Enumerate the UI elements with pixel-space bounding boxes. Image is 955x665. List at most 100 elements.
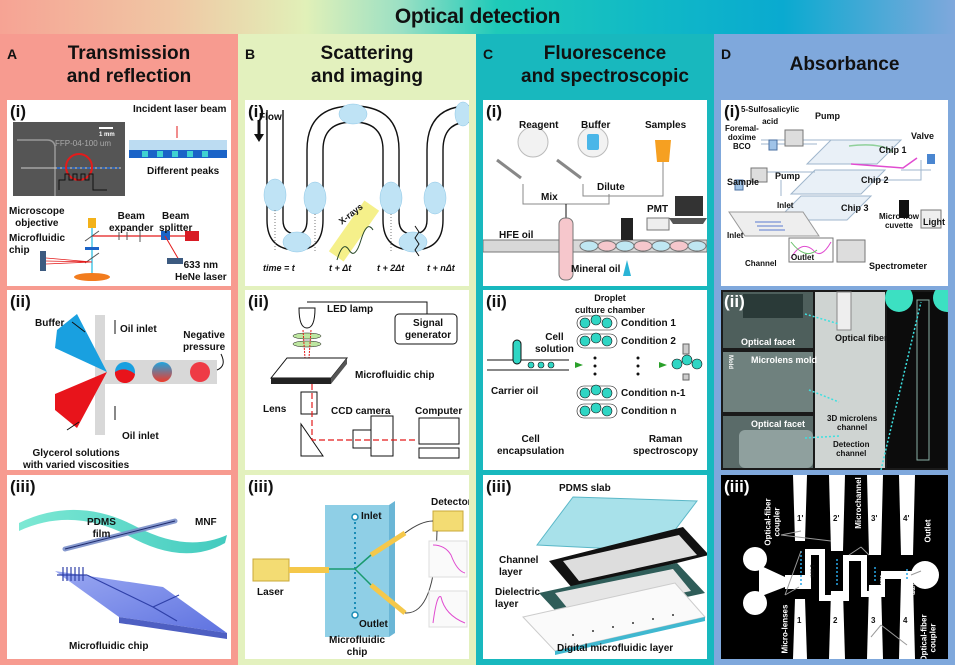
label-coupler-3: 3 — [871, 616, 876, 625]
column-absorbance: D Absorbance — [714, 34, 955, 665]
label-inlet-top: Inlet — [777, 201, 794, 210]
led-imaging-diagram — [269, 301, 460, 459]
label-chip-3: Chip 3 — [841, 203, 869, 213]
droplet-junction-diagram — [55, 314, 224, 435]
label-oil-inlet-top: Oil inlet — [120, 324, 157, 335]
column-letter: D — [721, 46, 732, 62]
label-inlet-left: Inlet — [727, 231, 744, 240]
panel-label: (iii) — [724, 477, 750, 496]
column-letter: C — [483, 46, 494, 62]
label-mix: Mix — [541, 192, 558, 203]
label-t-plus-dt: t + Δt — [329, 263, 352, 273]
droplet-fluorescence-diagram — [483, 126, 707, 281]
label-coupler-3-prime: 3' — [871, 514, 878, 523]
label-condition-2: Condition 2 — [621, 336, 676, 347]
column-letter: B — [245, 46, 256, 62]
label-light: Light — [923, 217, 945, 227]
label-buffer: Buffer — [35, 318, 65, 329]
label-mineral-oil: Mineral oil — [571, 264, 621, 275]
label-microlens-mold: Microlens mold — [751, 355, 818, 365]
label-carrier-oil: Carrier oil — [491, 386, 539, 397]
label-spectrometer: Spectrometer — [869, 261, 928, 271]
column-scattering-imaging: B Scattering and imaging — [238, 34, 476, 665]
laser-chip-detector-diagram — [252, 501, 468, 637]
column-transmission-reflection: A Transmission and reflection — [0, 34, 238, 665]
laser-setup-diagram — [13, 122, 227, 281]
panel-label: (i) — [486, 102, 503, 121]
label-condition-1: Condition 1 — [621, 318, 676, 329]
panel-b-i: (i) Flow X-rays time = t t + Δt t + 2Δt … — [245, 100, 469, 286]
label-chip-1: Chip 1 — [879, 145, 907, 155]
panel-c-i: (i) Reagent Buffer Samples Dilute Mix PM… — [483, 100, 707, 286]
label-condition-n-minus-1: Condition n-1 — [621, 388, 686, 399]
panel-b-iii: (iii) Detector Inlet Laser Outlet Microf… — [245, 475, 469, 659]
layered-chip-diagram — [522, 496, 707, 655]
label-flow: Flow — [259, 112, 282, 123]
panel-label: (i) — [10, 102, 27, 121]
label-coupler-1-prime: 1' — [797, 514, 804, 523]
column-title: Transmission and reflection — [20, 42, 238, 88]
label-buffer: Buffer — [581, 120, 611, 131]
column-title: Fluorescence and spectroscopic — [496, 42, 714, 88]
label-coupler-2: 2 — [833, 616, 838, 625]
label-time-t: time = t — [263, 263, 295, 273]
column-title: Scattering and imaging — [258, 42, 476, 88]
label-lens: Lens — [263, 404, 287, 415]
label-oil-inlet-bottom: Oil inlet — [122, 431, 159, 442]
label-mold: Mold — [727, 355, 733, 369]
label-sample: Sample — [727, 177, 760, 187]
label-t-plus-2dt: t + 2Δt — [377, 263, 405, 273]
absorbance-setup-diagram — [728, 129, 942, 263]
label-coupler-2-prime: 2' — [833, 514, 840, 523]
panel-a-i: (i) Incident laser beam Different peaks … — [7, 100, 231, 286]
column-fluorescence-spectroscopic: C Fluorescence and spectroscopic — [476, 34, 714, 665]
column-header: C Fluorescence and spectroscopic — [476, 34, 714, 96]
label-hfe-oil: HFE oil — [499, 230, 534, 241]
pdms-film-chip-diagram — [19, 509, 227, 639]
microlens-micrograph-composite — [723, 290, 948, 470]
column-title-line: Scattering — [320, 43, 414, 64]
label-optical-facet-top: Optical facet — [741, 337, 796, 347]
column-header: B Scattering and imaging — [238, 34, 476, 96]
droplet-culture-raman-diagram — [487, 314, 703, 419]
panel-label: (ii) — [724, 292, 745, 311]
label-optical-facet-bottom: Optical facet — [751, 419, 806, 429]
label-computer: Computer — [415, 406, 463, 417]
column-title-line: Absorbance — [789, 54, 900, 75]
panel-label: (i) — [248, 102, 265, 121]
label-sample-id: FFP-04-100 um — [55, 139, 112, 148]
label-width-0-30mm: 0.30 mm — [910, 574, 917, 596]
label-led-lamp: LED lamp — [327, 304, 374, 315]
label-digital-microfluidic-layer: Digital microfluidic layer — [557, 643, 674, 654]
column-title-line: Fluorescence — [543, 43, 667, 64]
label-coupler-4-prime: 4' — [903, 514, 910, 523]
label-t-plus-ndt: t + nΔt — [427, 263, 455, 273]
label-reagent: Reagent — [519, 120, 559, 131]
column-title-line: and spectroscopic — [521, 66, 689, 87]
panel-label: (iii) — [248, 477, 274, 496]
label-width-0-75mm: 0.75 mm — [842, 570, 849, 592]
label-pump-top: Pump — [815, 111, 841, 121]
label-dilute: Dilute — [597, 182, 625, 193]
column-header: D Absorbance — [714, 34, 955, 96]
label-laser: Laser — [257, 587, 284, 598]
label-samples: Samples — [645, 120, 687, 131]
